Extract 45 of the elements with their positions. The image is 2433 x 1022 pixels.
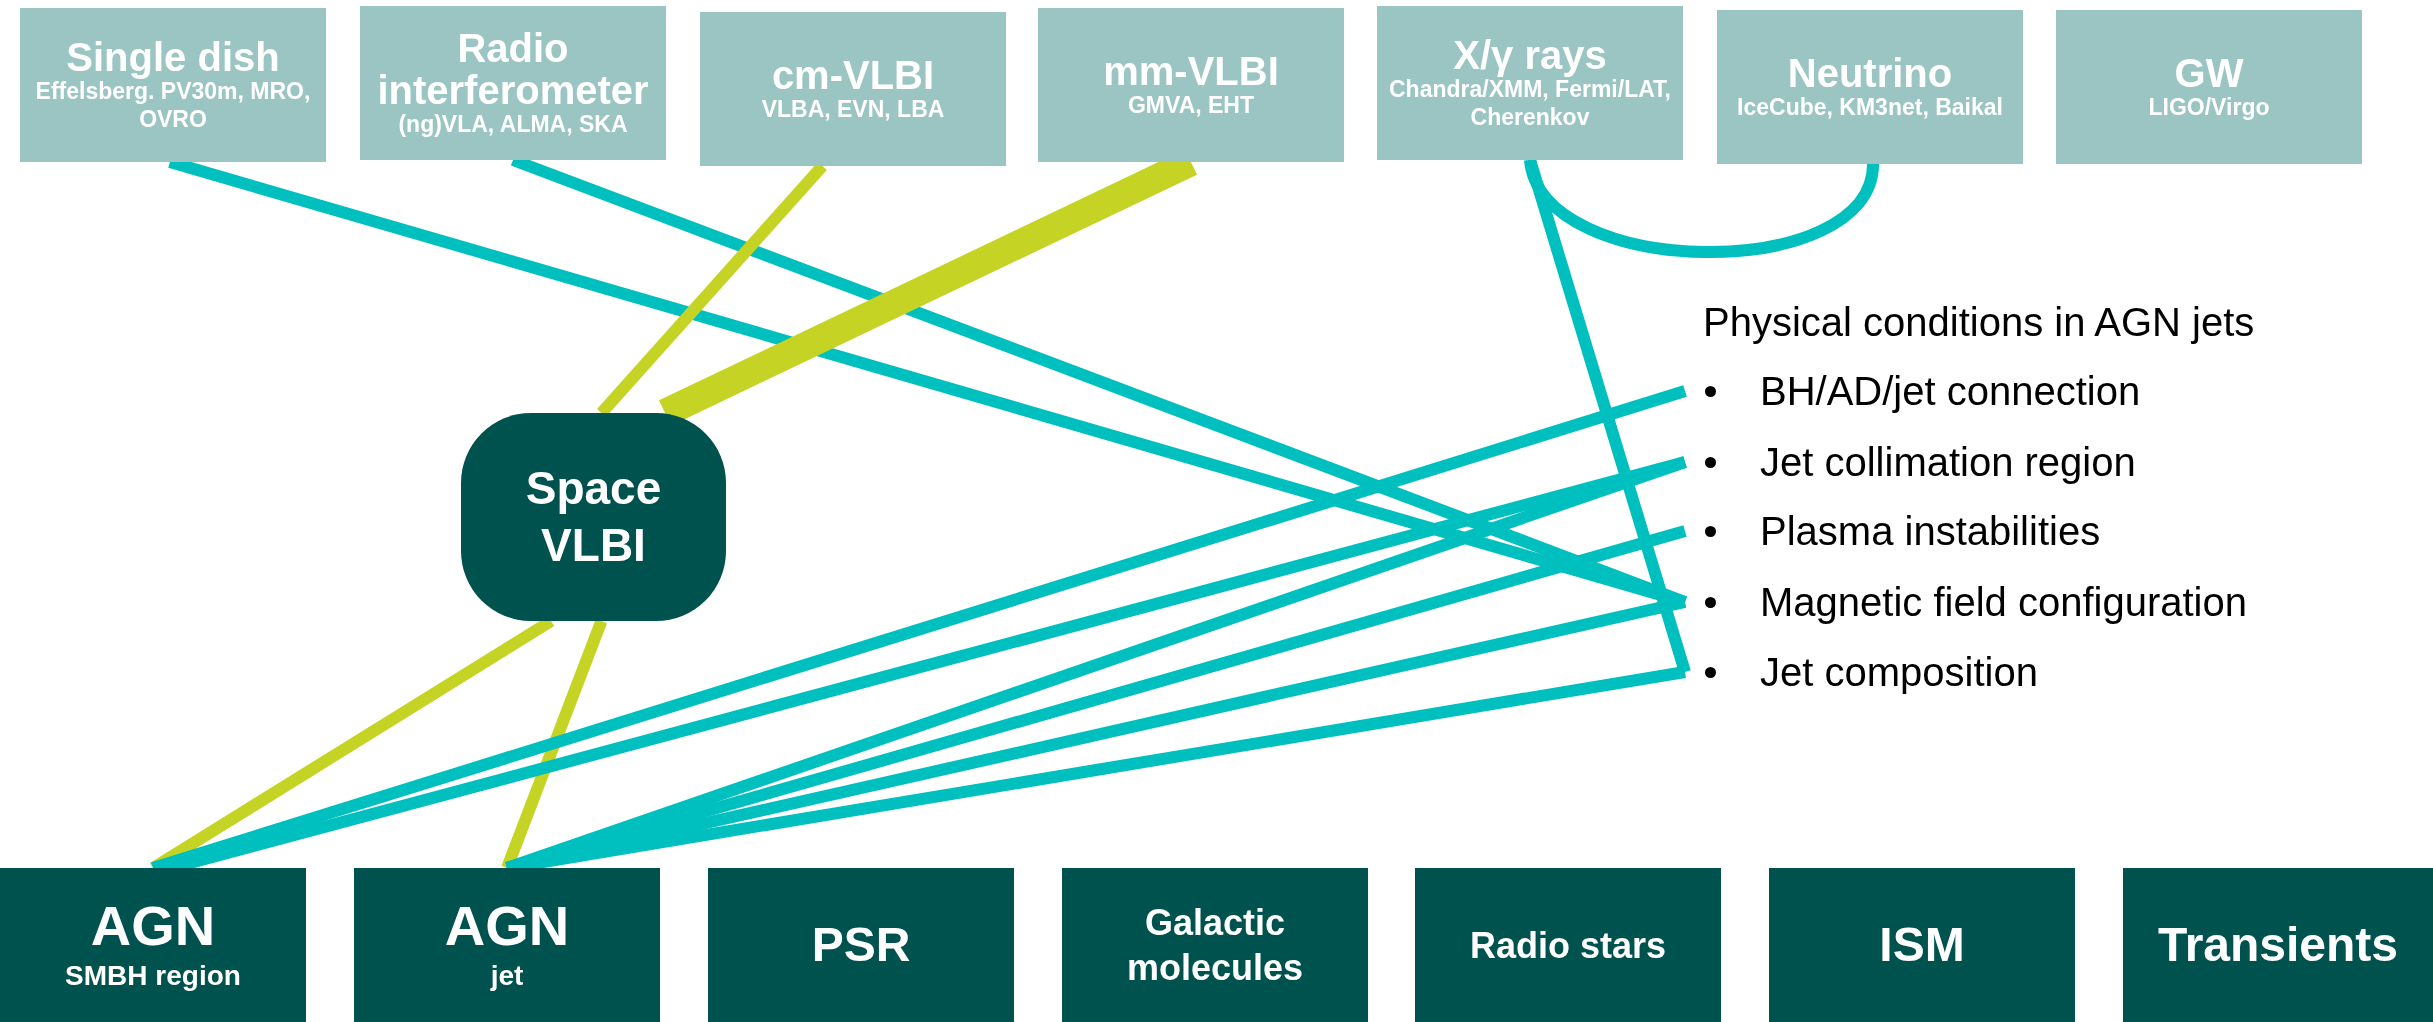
box-subtitle: LIGO/Virgo (2148, 94, 2270, 122)
category-box (1717, 10, 2023, 164)
science-box (1062, 868, 1368, 1022)
bullet-text: Jet composition (1760, 649, 2038, 696)
node-title: Space VLBI (524, 460, 663, 573)
science-box (2123, 868, 2433, 1022)
connector-line (501, 618, 608, 871)
science-box (708, 868, 1014, 1022)
connector-line (1524, 158, 1879, 258)
category-box (1038, 8, 1344, 162)
science-box (1769, 868, 2075, 1022)
box-subtitle: Chandra/XMM, Fermi/LAT, Cherenkov (1388, 76, 1672, 132)
category-box (360, 6, 666, 160)
box-title: mm-VLBI (1103, 50, 1279, 93)
bullet-text: BH/AD/jet connection (1760, 368, 2141, 415)
box-title: Neutrino (1787, 52, 1953, 95)
category-box (1377, 6, 1683, 160)
box-subtitle: VLBA, EVN, LBA (761, 96, 945, 124)
box-subtitle: SMBH region (65, 958, 241, 993)
category-box (20, 8, 326, 162)
category-box (700, 12, 1006, 166)
box-subtitle: (ng)VLA, ALMA, SKA (398, 111, 628, 139)
box-title: AGN (444, 897, 570, 954)
space-vlbi-node (461, 413, 726, 621)
science-box (354, 868, 660, 1022)
box-title: ISM (1879, 917, 1965, 973)
box-title: Galactic molecules (1125, 901, 1305, 990)
box-subtitle: GMVA, EHT (1127, 92, 1255, 120)
bullet-text: Plasma instabilities (1760, 508, 2101, 555)
bullet-text: Jet collimation region (1760, 439, 2136, 486)
box-title: Radio interferometer (376, 27, 650, 112)
box-title: GW (2174, 52, 2244, 95)
box-title: cm-VLBI (771, 54, 935, 97)
box-subtitle: Effelsberg. PV30m, MRO, OVRO (34, 78, 312, 134)
box-title: AGN (90, 897, 216, 954)
science-box (1415, 868, 1721, 1022)
box-title: Transients (2157, 917, 2399, 973)
box-subtitle: IceCube, KM3net, Baikal (1737, 94, 2003, 122)
box-subtitle: jet (490, 958, 524, 993)
category-box (2056, 10, 2362, 164)
list-heading: Physical conditions in AGN jets (1703, 299, 2255, 346)
box-title: Radio stars (1469, 923, 1667, 968)
science-box (0, 868, 306, 1022)
bullet-text: Magnetic field configuration (1760, 579, 2247, 626)
box-title: PSR (811, 917, 911, 973)
